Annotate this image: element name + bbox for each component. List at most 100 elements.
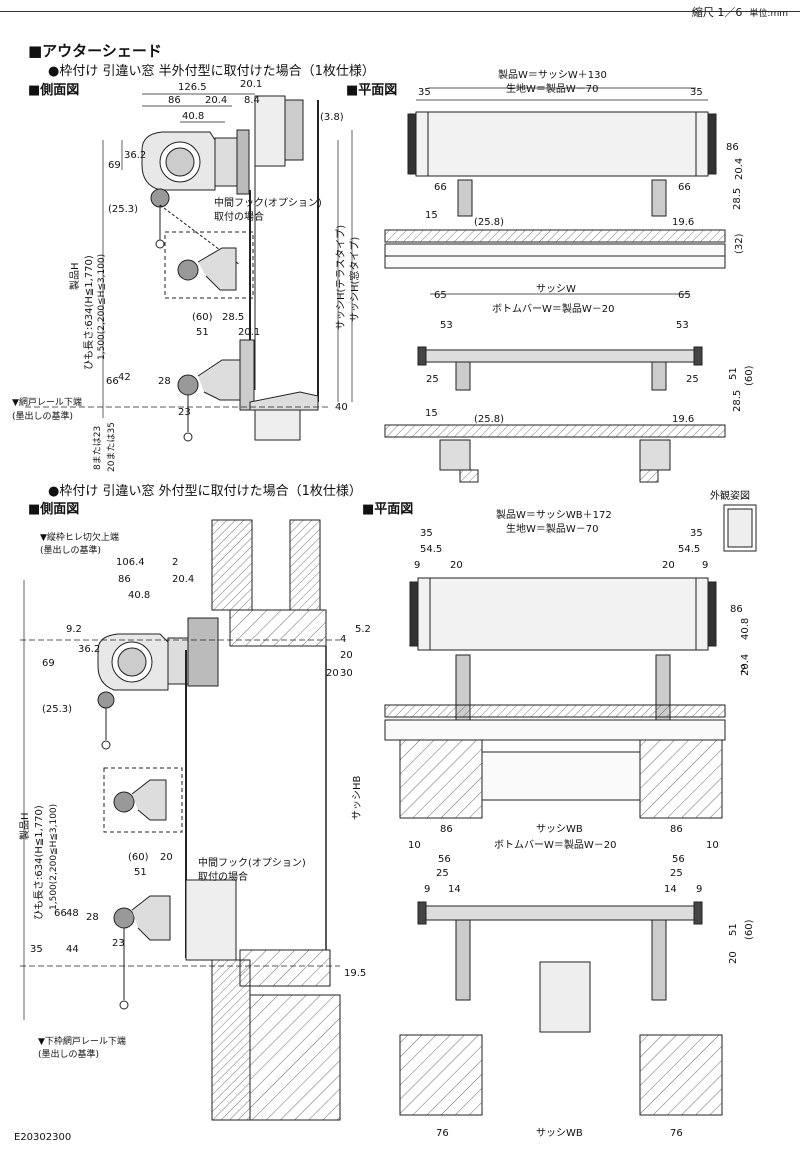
svg-text:36.2: 36.2 xyxy=(124,150,146,161)
s1-plan-view xyxy=(384,87,726,483)
svg-text:86: 86 xyxy=(440,824,453,835)
svg-text:51: 51 xyxy=(728,923,739,936)
svg-text:20.4: 20.4 xyxy=(734,158,745,180)
svg-text:56: 56 xyxy=(438,854,451,865)
section1-subtitle: ●枠付け 引違い窓 半外付型に取付けた場合（1枚仕様） xyxy=(48,64,375,79)
svg-text:(25.3): (25.3) xyxy=(42,704,72,715)
svg-text:生地W＝製品W－70: 生地W＝製品W－70 xyxy=(506,82,599,95)
drawing-code: E20302300 xyxy=(14,1132,72,1143)
svg-text:取付の場合: 取付の場合 xyxy=(198,870,248,883)
svg-text:ひも長さ:634(H≦1,770): ひも長さ:634(H≦1,770) xyxy=(33,805,45,920)
svg-text:53: 53 xyxy=(676,320,689,331)
svg-text:35: 35 xyxy=(420,528,433,539)
s1-plan-labels: 製品W＝サッシW＋130 生地W＝製品W－70 35 35 86 66 66 2… xyxy=(418,68,755,425)
svg-text:9: 9 xyxy=(414,560,420,571)
svg-text:35: 35 xyxy=(418,87,431,98)
svg-text:▼縦枠ヒレ切欠上端: ▼縦枠ヒレ切欠上端 xyxy=(40,531,119,543)
svg-text:5.2: 5.2 xyxy=(355,624,371,635)
svg-text:2: 2 xyxy=(740,664,746,675)
svg-text:69: 69 xyxy=(42,658,55,669)
svg-text:23: 23 xyxy=(112,938,125,949)
svg-text:53: 53 xyxy=(440,320,453,331)
svg-text:▼網戸レール下端: ▼網戸レール下端 xyxy=(12,396,82,408)
svg-text:106.4: 106.4 xyxy=(116,557,145,568)
svg-text:1,500(2,200≦H≦3,100): 1,500(2,200≦H≦3,100) xyxy=(97,254,107,360)
header-rule xyxy=(0,11,800,12)
svg-text:20: 20 xyxy=(662,560,675,571)
page-title: ■アウターシェード xyxy=(28,42,162,60)
svg-text:(60): (60) xyxy=(744,365,755,386)
s2-side-labels: ▼縦枠ヒレ切欠上端 (墨出しの基準) 106.4 2 86 20.4 40.8 … xyxy=(18,531,371,1060)
svg-text:20.4: 20.4 xyxy=(205,95,227,106)
svg-text:(25.8): (25.8) xyxy=(474,414,504,425)
svg-text:25: 25 xyxy=(436,868,449,879)
svg-text:56: 56 xyxy=(672,854,685,865)
section2-subtitle: ●枠付け 引違い窓 外付型に取付けた場合（1枚仕様） xyxy=(48,484,362,499)
section1-plan-label: ■平面図 xyxy=(346,83,398,98)
svg-text:25: 25 xyxy=(670,868,683,879)
svg-text:20.4: 20.4 xyxy=(740,654,751,676)
svg-text:20.4: 20.4 xyxy=(172,574,194,585)
svg-text:ボトムバーW＝製品W－20: ボトムバーW＝製品W－20 xyxy=(492,302,615,315)
svg-text:86: 86 xyxy=(670,824,683,835)
svg-text:(60): (60) xyxy=(192,312,213,323)
svg-text:取付の場合: 取付の場合 xyxy=(214,210,264,223)
svg-text:40.8: 40.8 xyxy=(740,618,751,640)
svg-text:(墨出しの基準): (墨出しの基準) xyxy=(12,410,73,422)
svg-text:28: 28 xyxy=(86,912,99,923)
svg-text:15: 15 xyxy=(425,408,438,419)
appearance-label: 外観姿図 xyxy=(710,491,750,502)
svg-text:9: 9 xyxy=(702,560,708,571)
s2-plan-view xyxy=(384,504,757,1116)
svg-text:(墨出しの基準): (墨出しの基準) xyxy=(38,1048,99,1060)
section1-side-label: ■側面図 xyxy=(28,83,80,98)
svg-text:製品H: 製品H xyxy=(68,262,81,290)
svg-text:23: 23 xyxy=(178,407,191,418)
svg-text:ひも長さ:634(H≦1,770): ひも長さ:634(H≦1,770) xyxy=(83,255,95,370)
svg-text:生地W＝製品W－70: 生地W＝製品W－70 xyxy=(506,522,599,535)
svg-text:サッシWB: サッシWB xyxy=(536,1127,583,1139)
svg-text:9: 9 xyxy=(696,884,702,895)
svg-text:製品W＝サッシW＋130: 製品W＝サッシW＋130 xyxy=(498,68,607,81)
svg-text:66: 66 xyxy=(434,182,447,193)
svg-text:製品W＝サッシWB＋172: 製品W＝サッシWB＋172 xyxy=(496,508,612,521)
svg-text:65: 65 xyxy=(434,290,447,301)
svg-text:サッシW: サッシW xyxy=(536,283,576,295)
section2-side-label: ■側面図 xyxy=(28,502,80,517)
svg-text:製品H: 製品H xyxy=(18,812,31,840)
svg-text:(32): (32) xyxy=(734,233,745,254)
svg-text:86: 86 xyxy=(168,95,181,106)
svg-text:40.8: 40.8 xyxy=(128,590,150,601)
svg-text:51: 51 xyxy=(196,327,209,338)
svg-text:サッシWB: サッシWB xyxy=(536,823,583,835)
svg-text:20: 20 xyxy=(326,668,339,679)
svg-text:19.6: 19.6 xyxy=(672,414,694,425)
svg-text:サッシH(テラスタイプ): サッシH(テラスタイプ) xyxy=(335,225,347,330)
svg-text:20.1: 20.1 xyxy=(238,327,260,338)
svg-text:40.8: 40.8 xyxy=(182,111,204,122)
svg-text:中間フック(オプション): 中間フック(オプション) xyxy=(214,196,322,209)
svg-text:40: 40 xyxy=(335,402,348,413)
svg-text:9: 9 xyxy=(424,884,430,895)
svg-text:サッシH(窓タイプ): サッシH(窓タイプ) xyxy=(348,237,361,322)
s1-side-view xyxy=(25,93,353,442)
svg-text:2: 2 xyxy=(172,557,178,568)
svg-text:10: 10 xyxy=(706,840,719,851)
svg-text:(3.8): (3.8) xyxy=(320,112,344,123)
svg-text:54.5: 54.5 xyxy=(420,544,442,555)
svg-text:65: 65 xyxy=(678,290,691,301)
svg-text:86: 86 xyxy=(118,574,131,585)
svg-text:8.4: 8.4 xyxy=(244,95,260,106)
svg-text:4: 4 xyxy=(340,634,346,645)
svg-text:▼下枠網戸レール下端: ▼下枠網戸レール下端 xyxy=(38,1035,126,1047)
svg-text:サッシHB: サッシHB xyxy=(351,775,363,820)
svg-text:126.5: 126.5 xyxy=(178,82,207,93)
scale-label: 縮尺 1／6 単位:mm xyxy=(691,6,788,19)
svg-text:20: 20 xyxy=(160,852,173,863)
svg-text:35: 35 xyxy=(30,944,43,955)
svg-text:(60): (60) xyxy=(744,919,755,940)
svg-text:(墨出しの基準): (墨出しの基準) xyxy=(40,544,101,556)
svg-text:86: 86 xyxy=(726,142,739,153)
svg-text:(25.8): (25.8) xyxy=(474,217,504,228)
